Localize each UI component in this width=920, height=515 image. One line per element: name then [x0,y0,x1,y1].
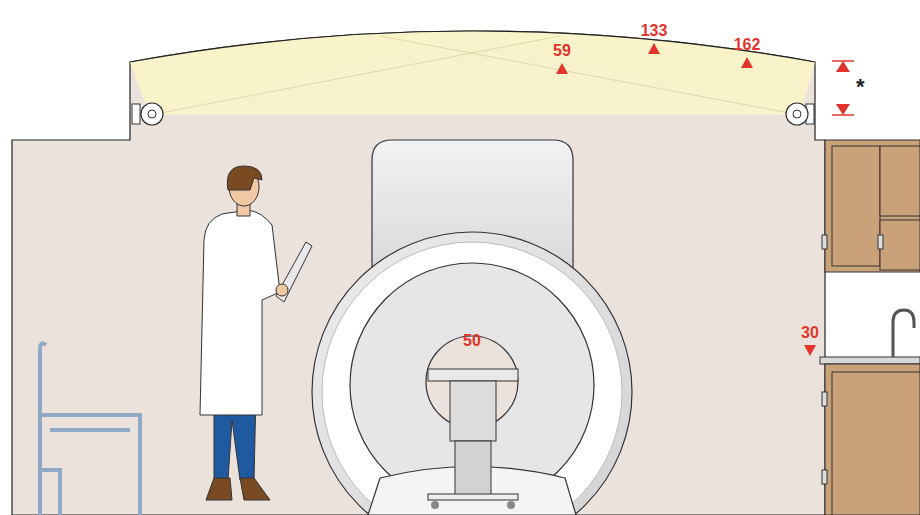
ceiling-lamp [132,103,163,125]
dimension-mark: * [856,78,865,96]
cabinets [820,140,920,515]
callout-number: 133 [641,22,668,40]
callout-number: 59 [553,42,571,60]
mri-scanner [312,140,632,515]
callout-number: 162 [734,36,761,54]
light-field [130,31,815,115]
ceiling-lamp [786,103,814,125]
chair [40,343,140,515]
callout-number: 50 [463,332,481,350]
callout-number: 30 [801,324,819,342]
doctor-figure [200,166,312,500]
